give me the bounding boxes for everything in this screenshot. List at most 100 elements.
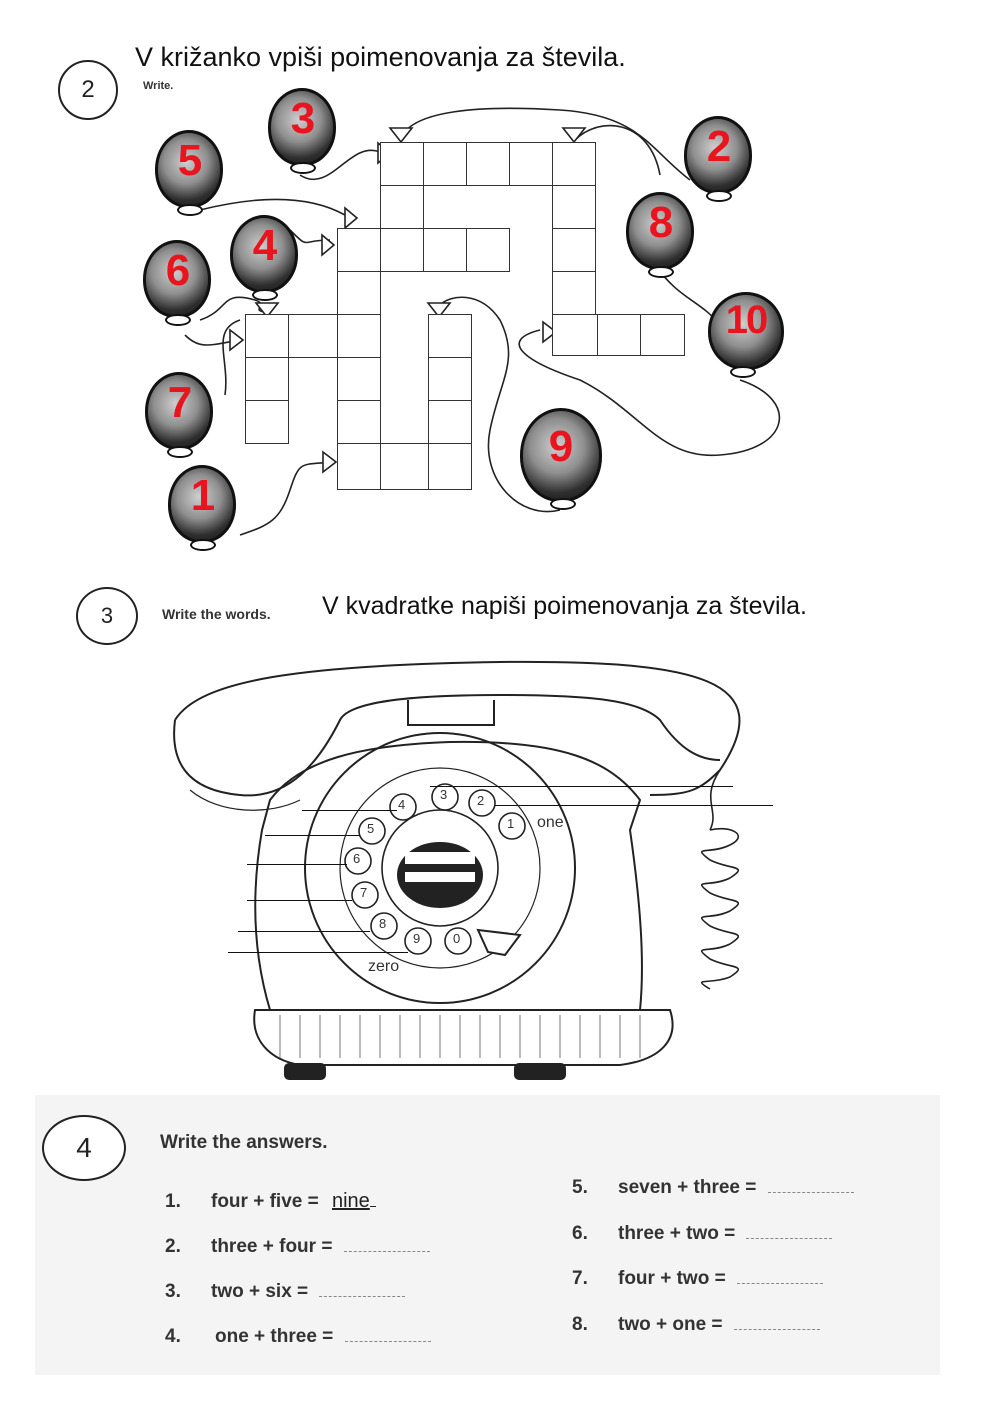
answer-line-six[interactable] [247,864,347,865]
crossword-cell[interactable] [428,443,472,490]
item-number: 2. [165,1236,181,1257]
balloon-number: 8 [626,192,694,278]
balloon-knot [290,162,316,174]
item-expression: four + two = [618,1268,726,1289]
exercise-number-label: 4 [76,1132,92,1163]
balloon-knot [167,446,193,458]
balloon-label: 1 [190,471,215,520]
balloon-number: 5 [155,130,223,216]
section3-title: V kvadratke napiši poimenovanja za števi… [322,592,807,620]
crossword-cell[interactable] [380,443,429,490]
item-expression: three + two = [618,1223,736,1244]
dial-digit: 6 [353,851,361,866]
item-expression: one + three = [215,1326,334,1347]
exercise-item-1: 1.four + five = nine [165,1190,376,1213]
exercise-item-2: 2.three + four = [165,1236,430,1258]
label-one: one [537,814,564,831]
balloon-label: 4 [252,221,277,270]
crossword-cell[interactable] [245,400,289,444]
balloon-label: 3 [290,94,315,143]
crossword-cell[interactable] [337,443,381,490]
crossword-cell[interactable] [337,314,381,358]
section3-subtitle: Write the words. [162,606,271,622]
exercise-number-4: 4 [42,1115,126,1181]
crossword-cell[interactable] [380,185,424,229]
balloon-number: 3 [268,88,336,174]
answer-input[interactable] [319,1282,406,1297]
exercise-item-4: 4.one + three = [165,1326,431,1348]
crossword-cell[interactable] [423,228,467,272]
balloon-knot [648,266,674,278]
dial-digit: 9 [413,931,421,946]
balloon-shape [268,88,336,166]
answer-line-eight[interactable] [238,931,370,932]
crossword-cell[interactable] [337,271,381,315]
crossword-cell[interactable] [245,314,289,358]
crossword-cell[interactable] [337,228,381,272]
crossword-cell[interactable] [597,314,641,356]
balloon-knot [706,190,732,202]
balloon-knot [190,539,216,551]
crossword-cell[interactable] [509,142,553,186]
exercise-item-7: 7. four + two = [572,1268,823,1290]
crossword-cell[interactable] [423,142,467,186]
dial-digit: 7 [360,885,368,900]
answer-line-seven[interactable] [247,900,352,901]
exercise-item-5: 5.seven + three = [572,1177,854,1199]
answer-line-nine[interactable] [228,952,408,953]
crossword-cell[interactable] [428,357,472,401]
section4-background [35,1095,940,1375]
balloon-label: 7 [167,378,192,427]
item-number: 8. [572,1314,588,1335]
dial-digit: 4 [398,797,406,812]
answer-input[interactable] [733,1315,820,1330]
crossword-cell[interactable] [552,228,596,272]
answer-input[interactable] [343,1237,430,1252]
balloon-number: 2 [684,116,752,202]
label-zero: zero [368,958,400,975]
exercise-item-3: 3.two + six = [165,1281,406,1303]
crossword-cell[interactable] [552,185,596,229]
crossword-cell[interactable] [380,228,424,272]
balloon-label: 2 [706,122,731,171]
item-expression: two + one = [618,1314,723,1335]
balloon-knot [252,289,278,301]
crossword-cell[interactable] [466,228,510,272]
answer-input[interactable] [746,1224,833,1239]
answer-line-four[interactable] [302,810,397,811]
crossword-cell[interactable] [337,400,381,444]
balloon-knot [730,366,756,378]
answer-input[interactable]: nine [331,1190,370,1212]
item-number: 5. [572,1177,588,1198]
crossword-cell[interactable] [380,142,424,186]
crossword-cell[interactable] [288,314,338,358]
item-number: 7. [572,1268,588,1289]
balloon-number: 7 [145,372,213,458]
answer-input[interactable] [767,1178,854,1193]
section4-title: Write the answers. [160,1132,328,1153]
crossword-cell[interactable] [640,314,685,356]
answer-input[interactable] [736,1269,823,1284]
crossword-cell[interactable] [428,400,472,444]
answer-line-two[interactable] [495,805,773,806]
balloon-label: 5 [177,136,202,185]
crossword-cell[interactable] [466,142,510,186]
crossword-cell[interactable] [552,271,596,315]
balloon-shape [708,292,784,370]
answer-line-three[interactable] [430,786,733,787]
item-number: 3. [165,1281,181,1302]
dial-digit: 3 [440,787,448,802]
telephone-illustration [173,660,741,1080]
exercise-number-2: 2 [58,60,118,120]
crossword-cell[interactable] [428,314,472,358]
item-expression: four + five = [211,1191,319,1212]
crossword-cell[interactable] [552,314,598,356]
answer-line-five[interactable] [265,835,360,836]
balloon-label: 10 [725,298,769,342]
crossword-cell[interactable] [552,142,596,186]
crossword-cell[interactable] [245,357,289,401]
balloon-knot [550,498,576,510]
crossword-cell[interactable] [337,357,381,401]
dial-digit: 5 [367,821,375,836]
answer-input[interactable] [344,1327,431,1342]
